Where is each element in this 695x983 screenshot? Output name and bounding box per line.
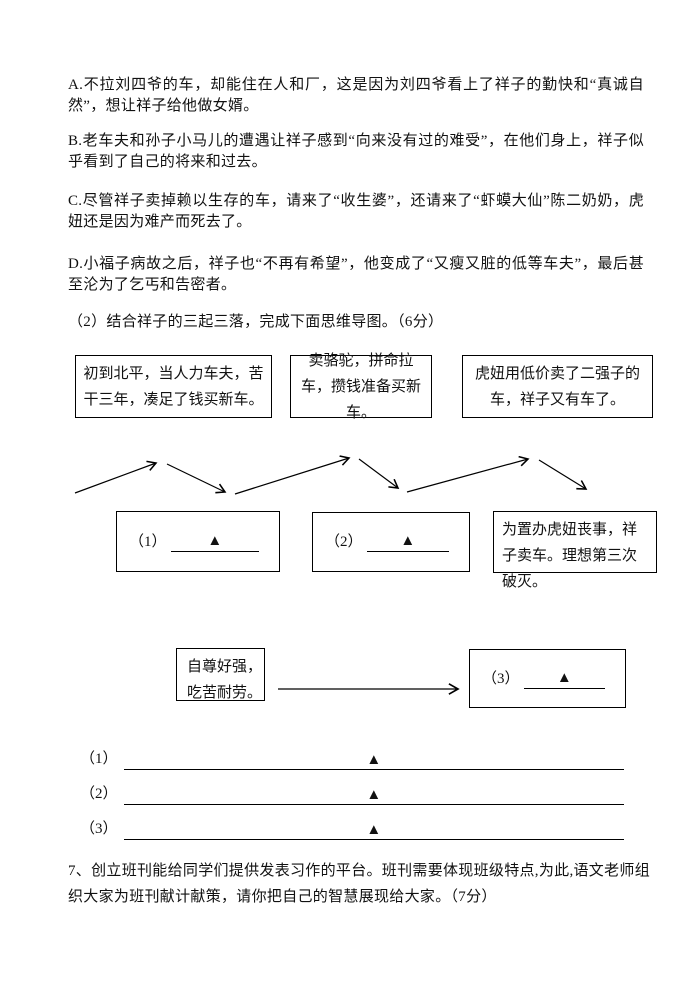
- rise-box-1: 初到北平，当人力车夫，苦干三年，凑足了钱买新车。: [75, 355, 272, 418]
- right-arrow: [278, 678, 470, 700]
- result-blank-line: ▲: [523, 669, 605, 689]
- rise-box-2: 卖骆驼，拼命拉车，攒钱准备买新车。: [290, 353, 432, 421]
- answer-line-3-label: （3）: [80, 821, 118, 837]
- fall-blank-box-2: （2） ▲: [312, 512, 470, 572]
- fall-blank-box-1: （1） ▲: [116, 511, 280, 572]
- trait-box: 自尊好强， 吃苦耐劳。: [176, 648, 265, 701]
- answer-line-2: （2） ▲: [80, 781, 624, 805]
- fall-blank-1-label: （1）: [129, 533, 167, 550]
- answer-line-1: （1） ▲: [80, 746, 624, 770]
- answer-line-1-blank: ▲: [123, 752, 624, 770]
- result-blank-row: （3） ▲: [482, 669, 605, 689]
- trait-box-line-1: 自尊好强，: [187, 659, 263, 675]
- fall-blank-2-line: ▲: [366, 532, 449, 552]
- fall-blank-2-label: （2）: [325, 534, 363, 550]
- fall-blank-row-2: （2） ▲: [325, 532, 449, 552]
- triangle-marker: ▲: [366, 752, 382, 768]
- rise-box-1-text: 初到北平，当人力车夫，苦干三年，凑足了钱买新车。: [83, 365, 264, 408]
- rise-box-3: 虎妞用低价卖了二强子的车，祥子又有车了。: [462, 355, 653, 418]
- trait-box-line-2: 吃苦耐劳。: [187, 685, 263, 701]
- fall-blank-row-1: （1） ▲: [129, 532, 259, 552]
- triangle-marker: ▲: [366, 822, 382, 838]
- triangle-marker: ▲: [366, 787, 382, 803]
- result-blank-label: （3）: [482, 670, 520, 687]
- triangle-marker: ▲: [556, 669, 572, 686]
- paragraph-option-d: D.小福子病故之后，祥子也“不再有希望”，他变成了“又瘦又脏的低等车夫”，最后甚…: [68, 256, 644, 293]
- answer-line-1-label: （1）: [80, 751, 118, 767]
- arrow-fall-3: [538, 459, 586, 489]
- result-blank-box-3: （3） ▲: [469, 649, 626, 708]
- answer-line-2-blank: ▲: [123, 787, 624, 805]
- question-7-prompt: 7、创立班刊能给同学们提供发表习作的平台。班刊需要体现班级特点,为此,语文老师组…: [68, 863, 651, 905]
- arrow-rise-1: [74, 463, 156, 494]
- answer-line-3: （3） ▲: [80, 816, 624, 840]
- zigzag-arrows: [74, 443, 600, 495]
- arrow-fall-1: [166, 463, 225, 492]
- fall-box-3-text: 为置办虎妞丧事，祥子卖车。理想第三次破灭。: [502, 522, 638, 590]
- arrow-rise-2: [234, 458, 349, 495]
- question-2-prompt: （2）结合祥子的三起三落，完成下面思维导图。（6分）: [68, 314, 444, 330]
- rise-box-3-text: 虎妞用低价卖了二强子的车，祥子又有车了。: [474, 365, 640, 408]
- arrow-fall-2: [358, 458, 398, 488]
- paragraph-option-a: A.不拉刘四爷的车，却能住在人和厂，这是因为刘四爷看上了祥子的勤快和“真诚自然”…: [68, 77, 644, 114]
- paragraph-option-c: C.尽管祥子卖掉赖以生存的车，请来了“收生婆”，还请来了“虾蟆大仙”陈二奶奶，虎…: [68, 193, 644, 230]
- rise-box-2-text: 卖骆驼，拼命拉车，攒钱准备买新车。: [300, 352, 421, 421]
- answer-line-2-label: （2）: [80, 786, 118, 802]
- arrow-rise-3: [406, 459, 528, 493]
- fall-box-3: 为置办虎妞丧事，祥子卖车。理想第三次破灭。: [493, 511, 657, 590]
- triangle-marker: ▲: [207, 532, 223, 549]
- fall-blank-1-line: ▲: [170, 532, 259, 552]
- triangle-marker: ▲: [400, 533, 416, 549]
- paragraph-option-b: B.老车夫和孙子小马儿的遭遇让祥子感到“向来没有过的难受”，在他们身上，祥子似乎…: [68, 133, 644, 170]
- answer-line-3-blank: ▲: [123, 822, 624, 840]
